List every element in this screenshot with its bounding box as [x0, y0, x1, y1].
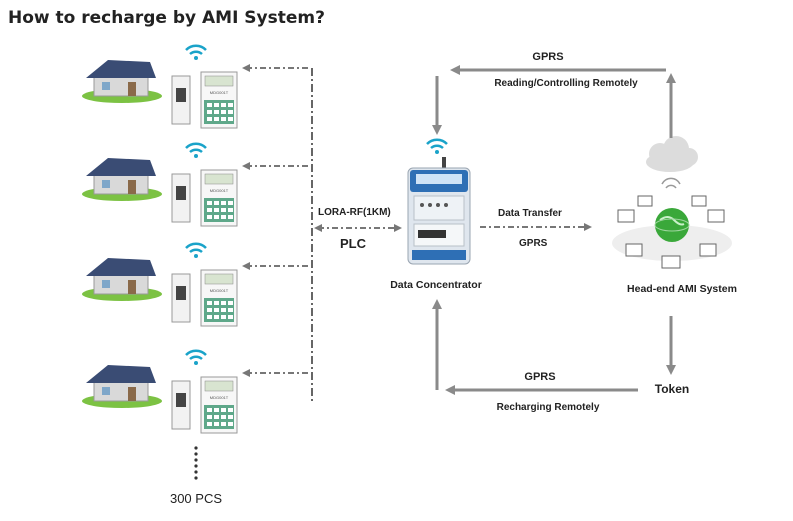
breaker-icon: [171, 380, 191, 430]
prepaid-meter-icon: MDG001T: [200, 269, 238, 327]
meter-site: MDG001T: [82, 349, 308, 434]
wifi-icon: [185, 142, 207, 158]
meter-sites: MDG001T MDG001T MDG001T MDG001T: [82, 44, 308, 434]
house-icon: [82, 365, 162, 408]
wifi-icon: [185, 349, 207, 365]
data-concentrator-device: [407, 138, 471, 265]
page-title: How to recharge by AMI System?: [8, 8, 325, 28]
plc-label: PLC: [340, 236, 367, 251]
wifi-icon: [185, 242, 207, 258]
headend-system: [612, 136, 732, 269]
headend-label: Head-end AMI System: [627, 283, 737, 295]
reading-controlling-label: Reading/Controlling Remotely: [494, 78, 638, 89]
prepaid-meter-icon: MDG001T: [200, 71, 238, 129]
meter-model-label: MDG001T: [210, 395, 229, 400]
more-dots: [194, 446, 198, 480]
house-icon: [82, 258, 162, 301]
meter-model-label: MDG001T: [210, 288, 229, 293]
count-label: 300 PCS: [170, 491, 222, 506]
lora-label: LORA-RF(1KM): [318, 207, 391, 218]
gprs-bottom-label: GPRS: [524, 371, 555, 383]
cloud-icon: [646, 136, 698, 172]
wifi-icon: [185, 44, 207, 60]
meter-site: MDG001T: [82, 44, 308, 129]
gprs-mid-label: GPRS: [519, 238, 548, 249]
meter-model-label: MDG001T: [210, 90, 229, 95]
prepaid-meter-icon: MDG001T: [200, 169, 238, 227]
meter-model-label: MDG001T: [210, 188, 229, 193]
token-label: Token: [655, 382, 689, 396]
recharging-remotely-label: Recharging Remotely: [497, 402, 600, 413]
meter-site: MDG001T: [82, 142, 308, 227]
signal-icon: [661, 177, 681, 189]
data-concentrator-label: Data Concentrator: [390, 279, 482, 291]
house-icon: [82, 60, 162, 103]
gprs-top-label: GPRS: [532, 51, 563, 63]
data-transfer-label: Data Transfer: [498, 208, 562, 219]
concentrator-wifi-icon: [426, 138, 448, 154]
prepaid-meter-icon: MDG001T: [200, 376, 238, 434]
meter-site: MDG001T: [82, 242, 308, 327]
breaker-icon: [171, 173, 191, 223]
breaker-icon: [171, 273, 191, 323]
house-icon: [82, 158, 162, 201]
globe-icon: [654, 208, 690, 242]
breaker-icon: [171, 75, 191, 125]
computer-icons: [617, 195, 725, 269]
